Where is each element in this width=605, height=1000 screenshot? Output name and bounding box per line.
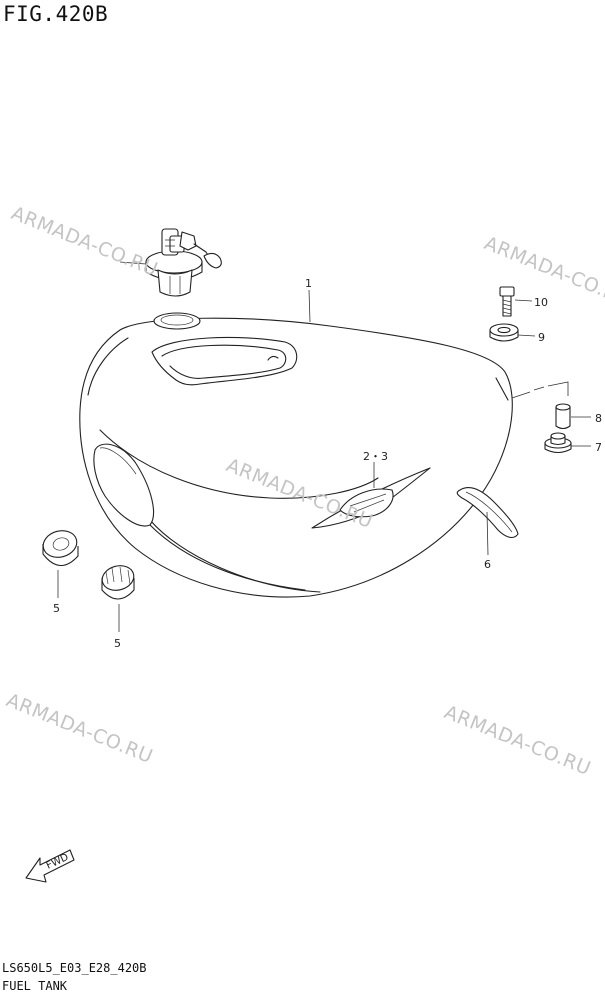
watermark-4: ARMADA-CO.RU: [3, 689, 156, 768]
leader-washer: [517, 334, 536, 337]
callout-collar: 8: [595, 412, 602, 425]
fwd-arrow-icon: FWD: [25, 849, 75, 883]
section-name: FUEL TANK: [2, 979, 68, 993]
callout-cushion-pad-2: 5: [114, 637, 121, 650]
callout-cushion: 7: [595, 441, 602, 454]
callout-trim-strip: 6: [484, 558, 491, 571]
callout-emblem: 2・3: [363, 450, 388, 463]
watermark-5: ARMADA-CO.RU: [441, 701, 594, 780]
figure-title: FIG.420B: [3, 2, 109, 26]
watermark-1: ARMADA-CO.RU: [8, 202, 161, 281]
collar[interactable]: [555, 403, 571, 430]
leader-fuel-cap: [119, 261, 147, 265]
leader-trim-strip: [486, 511, 489, 556]
bolt[interactable]: [499, 286, 515, 317]
callout-washer: 9: [538, 331, 545, 344]
callout-cushion-pad: 5: [53, 602, 60, 615]
model-code: LS650L5_E03_E28_420B: [2, 961, 147, 975]
leader-fuel-tank: [308, 289, 311, 323]
cushion-pad[interactable]: [40, 527, 80, 567]
washer[interactable]: [489, 323, 519, 342]
trim-strip[interactable]: [456, 487, 519, 539]
cushion-pad-2[interactable]: [99, 562, 136, 600]
fuel-cap-lock-assembly[interactable]: [145, 228, 222, 297]
callout-fuel-tank: 1: [305, 277, 312, 290]
callout-bolt: 10: [534, 296, 548, 309]
cushion[interactable]: [544, 432, 572, 454]
leader-bolt: [514, 299, 533, 302]
fuel-tank[interactable]: [79, 312, 513, 598]
mounting-line: [511, 381, 569, 399]
tank-emblem[interactable]: [311, 467, 431, 529]
